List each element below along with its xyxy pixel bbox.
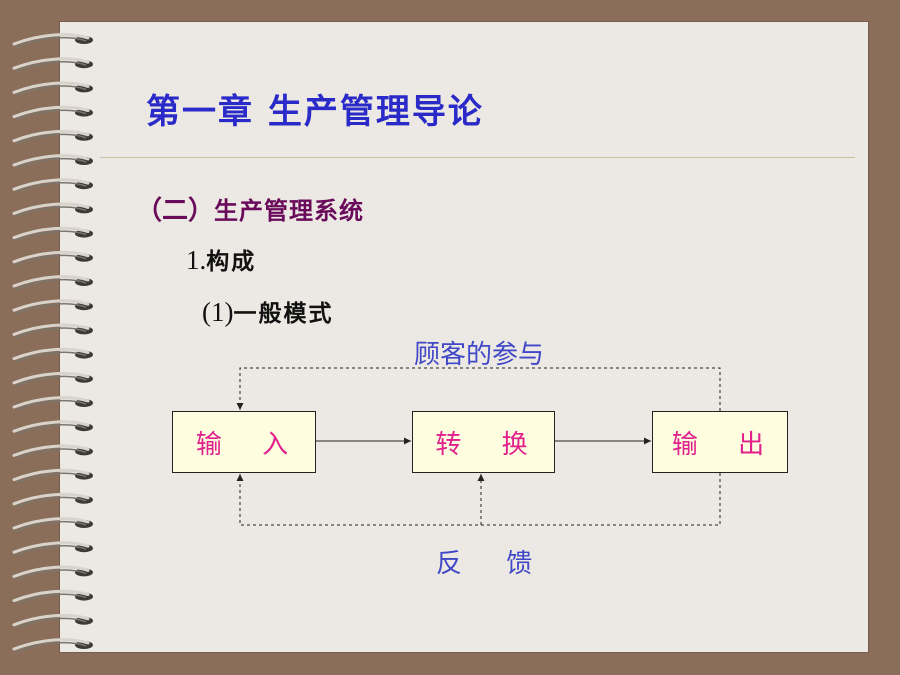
spiral-ring: [12, 347, 93, 363]
title-divider: [100, 157, 855, 158]
feedback-loop-to-input: [236, 473, 721, 526]
spiral-ring: [12, 371, 93, 387]
spiral-ring: [12, 565, 93, 581]
spiral-ring: [12, 396, 93, 411]
customer-participation-loop: [236, 367, 721, 411]
spiral-ring: [12, 105, 93, 121]
item-text: 一般模式: [233, 301, 334, 327]
box-input: 输 入: [172, 411, 316, 473]
spiral-ring: [12, 81, 93, 97]
spiral-ring: [12, 250, 93, 266]
spiral-ring: [12, 178, 93, 193]
page-title: 第一章 生产管理导论: [146, 92, 484, 132]
spiral-binding: [12, 33, 93, 653]
section-heading: （二）生产管理系统: [136, 190, 364, 227]
box-transform: 转 换: [412, 411, 555, 473]
spiral-ring: [12, 323, 93, 339]
list-item-composition: 1.构成: [186, 242, 256, 276]
feedback-label: 反 馈: [436, 549, 551, 579]
item-number: (1): [202, 297, 234, 327]
spiral-ring: [12, 444, 93, 460]
item-number: 1.: [186, 245, 207, 275]
spiral-ring: [12, 613, 93, 629]
spiral-ring: [12, 589, 93, 605]
list-item-general-model: (1)一般模式: [202, 294, 333, 328]
slide-page: [60, 22, 868, 652]
spiral-ring: [12, 33, 93, 48]
customer-participation-label: 顾客的参与: [414, 340, 545, 370]
item-text: 构成: [206, 249, 257, 275]
section-title: 生产管理系统: [214, 197, 365, 225]
spiral-ring: [12, 420, 93, 435]
section-number: （二）: [136, 196, 215, 226]
spiral-ring: [12, 154, 93, 169]
spiral-ring: [12, 541, 93, 556]
spiral-ring: [12, 226, 93, 242]
spiral-ring: [12, 275, 93, 290]
spiral-ring: [12, 57, 93, 72]
spiral-ring: [12, 468, 93, 484]
box-output: 输 出: [652, 411, 788, 473]
spiral-ring: [12, 517, 93, 532]
spiral-ring: [12, 299, 93, 314]
spiral-ring: [12, 202, 93, 218]
spiral-ring: [12, 129, 93, 145]
spiral-ring: [12, 638, 93, 653]
spiral-ring: [12, 492, 93, 508]
